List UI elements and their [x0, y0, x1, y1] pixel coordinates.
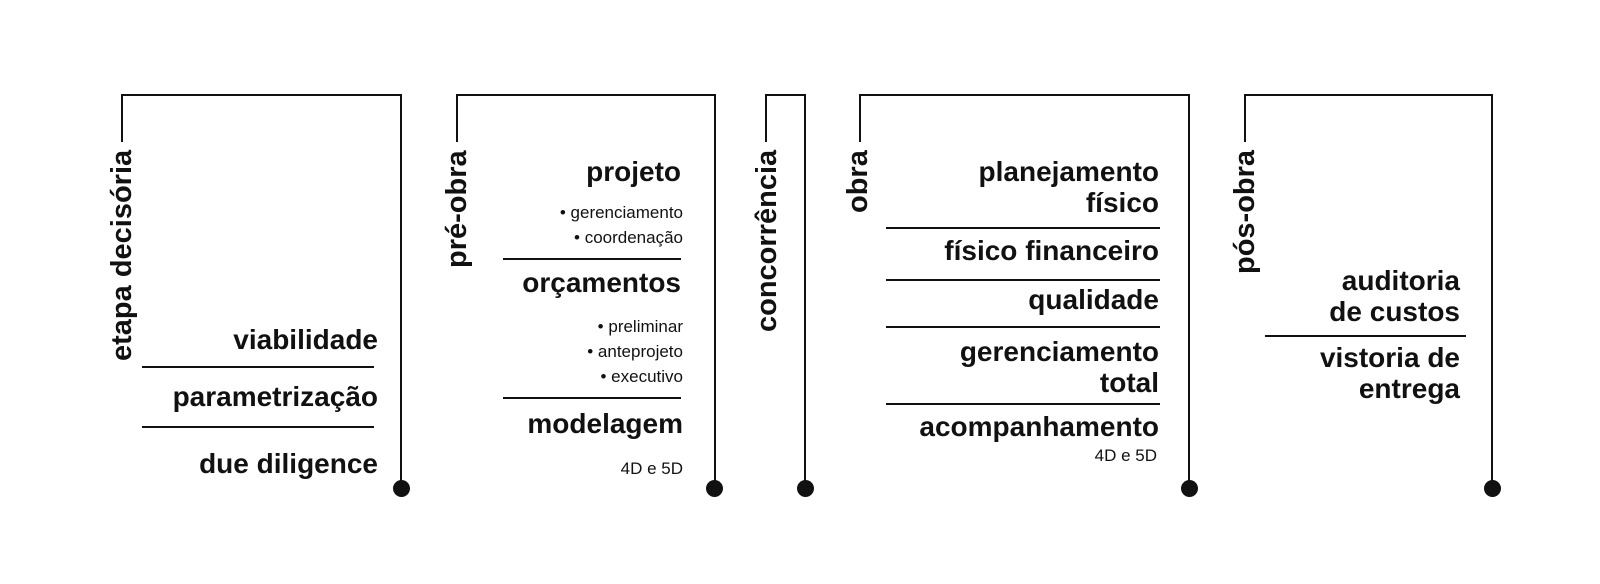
- bracket-right: [400, 94, 402, 488]
- stage-title: obra: [842, 150, 874, 213]
- bullet-anteprojeto: • anteprojeto: [587, 339, 683, 364]
- item-modelagem: modelagem: [527, 408, 683, 439]
- item-projeto: projeto: [586, 156, 681, 187]
- bracket-top: [859, 94, 1190, 96]
- item-note: 4D e 5D: [620, 459, 683, 478]
- divider: [886, 227, 1160, 229]
- bullet-text: anteprojeto: [597, 342, 683, 361]
- line: auditoria: [1341, 265, 1460, 296]
- line: físico: [1085, 187, 1159, 218]
- bracket-left: [121, 94, 123, 142]
- bullet-icon: •: [587, 342, 594, 361]
- stage-title: etapa decisória: [106, 150, 138, 362]
- bracket-left: [765, 94, 767, 142]
- divider: [503, 258, 681, 260]
- line: de custos: [1329, 296, 1460, 327]
- stage-title: pré-obra: [441, 150, 473, 268]
- bracket-left: [859, 94, 861, 142]
- bullet-text: executivo: [611, 367, 683, 386]
- divider: [503, 397, 681, 399]
- bullet-executivo: • executivo: [600, 364, 683, 389]
- bullet-preliminar: • preliminar: [598, 314, 683, 339]
- divider: [886, 403, 1160, 405]
- divider: [1265, 335, 1466, 337]
- bullet-text: preliminar: [608, 317, 683, 336]
- item-viabilidade: viabilidade: [233, 324, 378, 355]
- bracket-top: [765, 94, 806, 96]
- stage-title: pós-obra: [1229, 150, 1261, 275]
- end-dot: [1181, 480, 1198, 497]
- line: entrega: [1358, 373, 1460, 404]
- bullet-text: coordenação: [584, 228, 683, 247]
- item-due-diligence: due diligence: [199, 448, 378, 479]
- divider: [886, 326, 1160, 328]
- stage-title: concorrência: [751, 150, 783, 333]
- bracket-top: [1244, 94, 1493, 96]
- bullet-coordenacao: • coordenação: [574, 225, 683, 250]
- bracket-right: [804, 94, 806, 488]
- bullet-icon: •: [597, 317, 604, 336]
- bracket-top: [121, 94, 402, 96]
- end-dot: [1484, 480, 1501, 497]
- line: vistoria de: [1319, 342, 1460, 373]
- item-parametrizacao: parametrização: [172, 381, 378, 412]
- bracket-right: [1188, 94, 1190, 488]
- end-dot: [706, 480, 723, 497]
- bracket-left: [1244, 94, 1246, 142]
- bullet-icon: •: [574, 228, 580, 247]
- bullet-icon: •: [559, 203, 566, 222]
- item-fisico-financeiro: físico financeiro: [944, 235, 1159, 266]
- divider: [142, 366, 374, 368]
- item-acompanhamento: acompanhamento: [919, 411, 1159, 442]
- line: planejamento: [978, 156, 1159, 187]
- item-note: 4D e 5D: [1094, 446, 1157, 465]
- bullet-gerenciamento: • gerenciamento: [560, 200, 683, 225]
- divider: [142, 426, 374, 428]
- bracket-right: [1491, 94, 1493, 488]
- end-dot: [797, 480, 814, 497]
- end-dot: [393, 480, 410, 497]
- divider: [886, 279, 1160, 281]
- line: gerenciamento: [959, 336, 1159, 367]
- bracket-left: [456, 94, 458, 142]
- item-qualidade: qualidade: [1028, 284, 1159, 315]
- line: total: [1099, 367, 1159, 398]
- bullet-icon: •: [600, 367, 607, 386]
- bracket-right: [714, 94, 716, 488]
- bullet-text: gerenciamento: [570, 203, 683, 222]
- bracket-top: [456, 94, 716, 96]
- item-orcamentos: orçamentos: [522, 267, 681, 298]
